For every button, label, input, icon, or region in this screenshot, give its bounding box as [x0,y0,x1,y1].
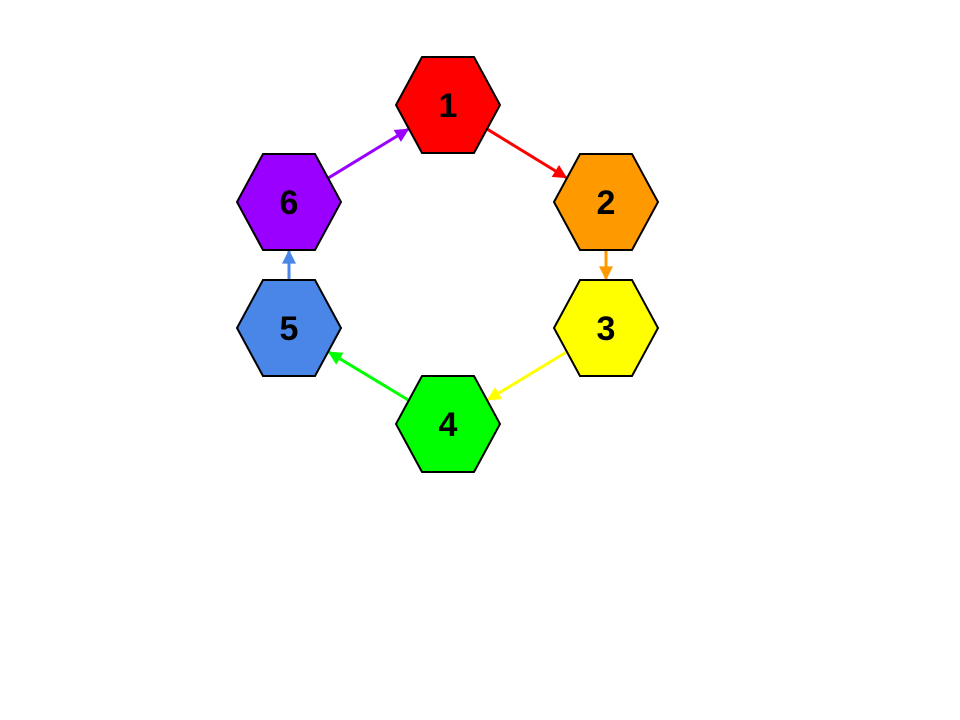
node-label: 3 [597,310,616,348]
node-label: 2 [597,184,616,222]
node-1[interactable]: 1 [394,56,502,154]
node-label: 5 [280,310,299,348]
edge-3-to-4 [486,349,570,401]
hexagon-shape [552,153,660,251]
hexagon-shape [235,279,343,377]
edge-4-to-5 [327,350,412,403]
hexagon-shape [235,153,343,251]
node-label: 6 [280,184,299,222]
node-label: 4 [439,406,458,444]
node-2[interactable]: 2 [552,153,660,251]
edge-1-to-2 [484,126,568,179]
edges-layer [282,126,613,403]
node-5[interactable]: 5 [235,279,343,377]
node-3[interactable]: 3 [552,279,660,377]
node-4[interactable]: 4 [394,375,502,473]
nodes-layer: 1 2 3 4 5 6 [235,56,660,473]
hexagon-shape [394,56,502,154]
node-label: 1 [439,87,458,125]
node-6[interactable]: 6 [235,153,343,251]
edge-6-to-1 [325,128,410,181]
hexagon-shape [552,279,660,377]
hexagon-shape [394,375,502,473]
